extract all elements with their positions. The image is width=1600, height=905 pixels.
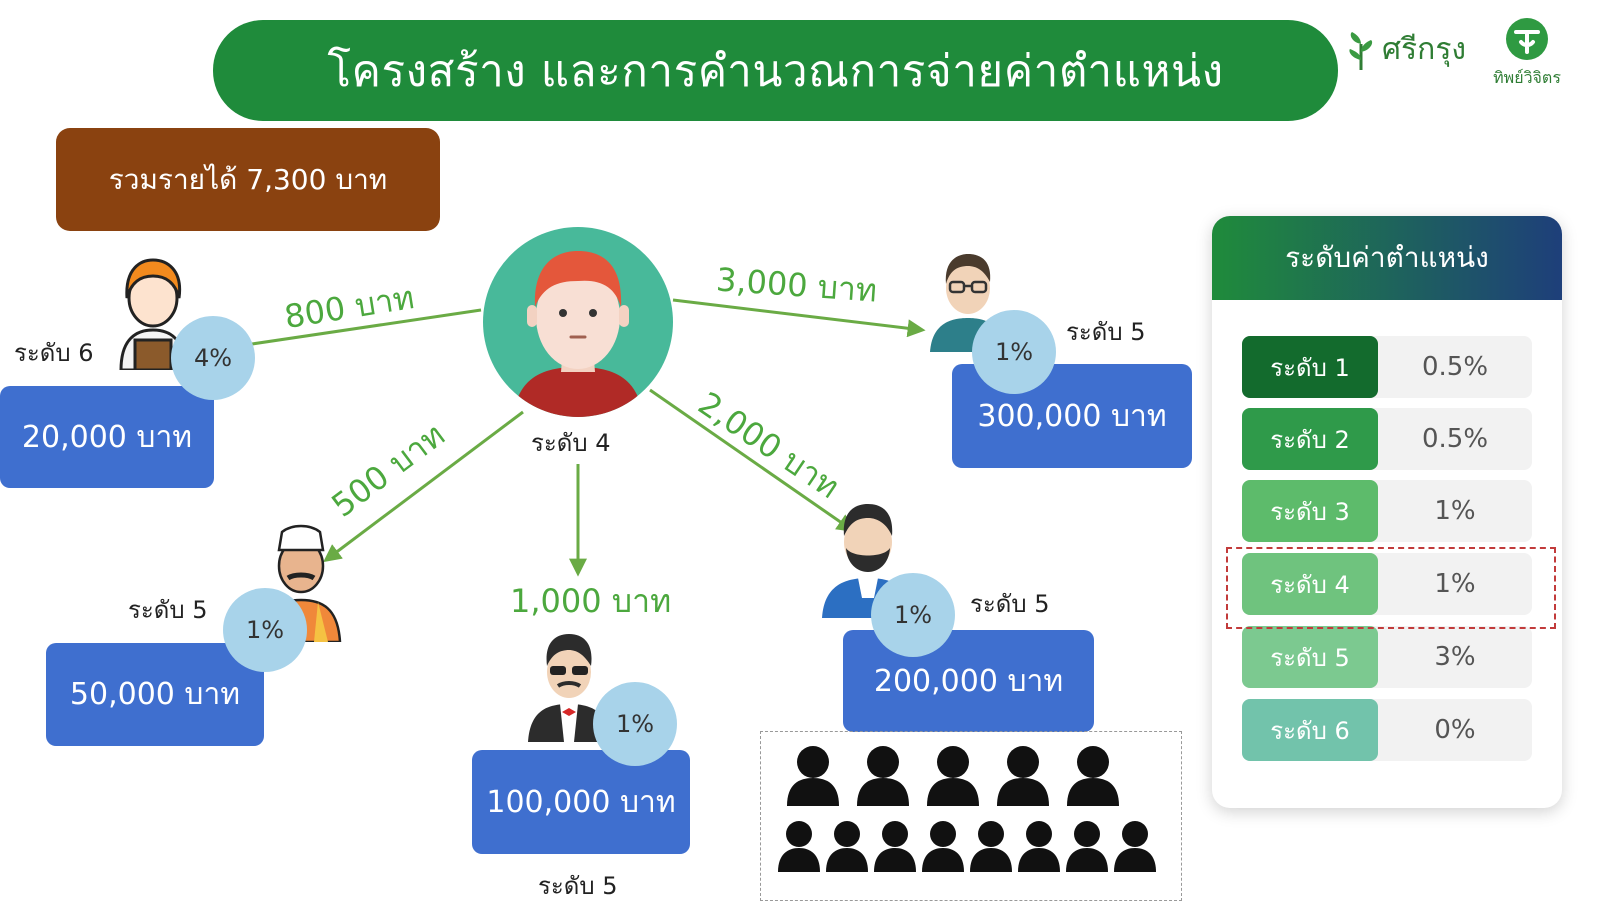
node1-amount: 20,000 บาท [0, 386, 214, 488]
node1-level: ระดับ 6 [14, 339, 94, 367]
node4-level: ระดับ 5 [538, 872, 618, 900]
node5-level: ระดับ 5 [970, 590, 1050, 618]
level-row-label: ระดับ 1 [1242, 336, 1378, 398]
level-row-label: ระดับ 4 [1242, 553, 1378, 615]
level-row-value: 1% [1434, 496, 1476, 526]
thipwichit-emblem-icon [1506, 18, 1548, 60]
level-row: ระดับ 1 0.5% [1242, 336, 1532, 398]
node5-percent: 1% [871, 573, 955, 657]
level-row: ระดับ 5 3% [1242, 626, 1532, 688]
node2-level: ระดับ 5 [1066, 318, 1146, 346]
level-row-label: ระดับ 2 [1242, 408, 1378, 470]
sirikrung-logo: ศรีกรุง [1346, 26, 1466, 73]
node4-edge-label: 1,000 บาท [510, 582, 672, 620]
arrow-to-level6 [251, 308, 482, 346]
worker-orange-hair-icon [119, 258, 187, 370]
node5-amount: 200,000 บาท [843, 630, 1094, 732]
node3-amount: 50,000 บาท [46, 643, 264, 746]
people-group-icon [778, 746, 1156, 872]
page-title: โครงสร้าง และการคำนวณการจ่ายค่าตำแหน่ง [213, 20, 1338, 121]
downline-crowd [760, 731, 1182, 901]
level-row: ระดับ 2 0.5% [1242, 408, 1532, 470]
thipwichit-logo: ทิพย์วิจิตร [1482, 16, 1572, 91]
level-table-panel: ระดับค่าตำแหน่ง ระดับ 1 0.5% ระดับ 2 0.5… [1212, 216, 1562, 808]
leaf-icon [1349, 31, 1373, 70]
current-level-highlight [1226, 547, 1556, 629]
node4-amount: 100,000 บาท [472, 750, 690, 854]
level-row: ระดับ 3 1% [1242, 480, 1532, 542]
node1-percent: 4% [171, 316, 255, 400]
level-row: ระดับ 4 1% [1242, 553, 1532, 615]
node2-percent: 1% [972, 310, 1056, 394]
arrow-to-level5-left [323, 410, 524, 563]
center-person-avatar [483, 227, 673, 417]
level-row-value: 0.5% [1421, 352, 1489, 382]
node4-percent: 1% [593, 682, 677, 766]
level-row-value: 1% [1434, 569, 1476, 599]
node3-percent: 1% [223, 588, 307, 672]
arrow-to-level5-right [672, 298, 926, 338]
person-icon [513, 251, 643, 417]
arrow-to-level5-lower-right [649, 388, 855, 533]
level-row-value: 3% [1434, 642, 1476, 672]
node3-level: ระดับ 5 [128, 596, 208, 624]
level-row-value: 0% [1434, 715, 1476, 745]
total-income-box: รวมรายได้ 7,300 บาท [56, 128, 440, 231]
bearded-man-icon [822, 504, 914, 618]
level-row-value: 0.5% [1421, 424, 1489, 454]
level-row-label: ระดับ 5 [1242, 626, 1378, 688]
level-row: ระดับ 6 0% [1242, 699, 1532, 761]
center-level-label: ระดับ 4 [531, 429, 611, 457]
sirikrung-text: ศรีกรุง [1382, 32, 1467, 67]
level-row-label: ระดับ 3 [1242, 480, 1378, 542]
level-row-label: ระดับ 6 [1242, 699, 1378, 761]
thipwichit-text: ทิพย์วิจิตร [1493, 68, 1561, 87]
level-table-title: ระดับค่าตำแหน่ง [1212, 216, 1562, 300]
man-with-sunglasses-icon [528, 634, 610, 742]
node2-amount: 300,000 บาท [952, 364, 1192, 468]
